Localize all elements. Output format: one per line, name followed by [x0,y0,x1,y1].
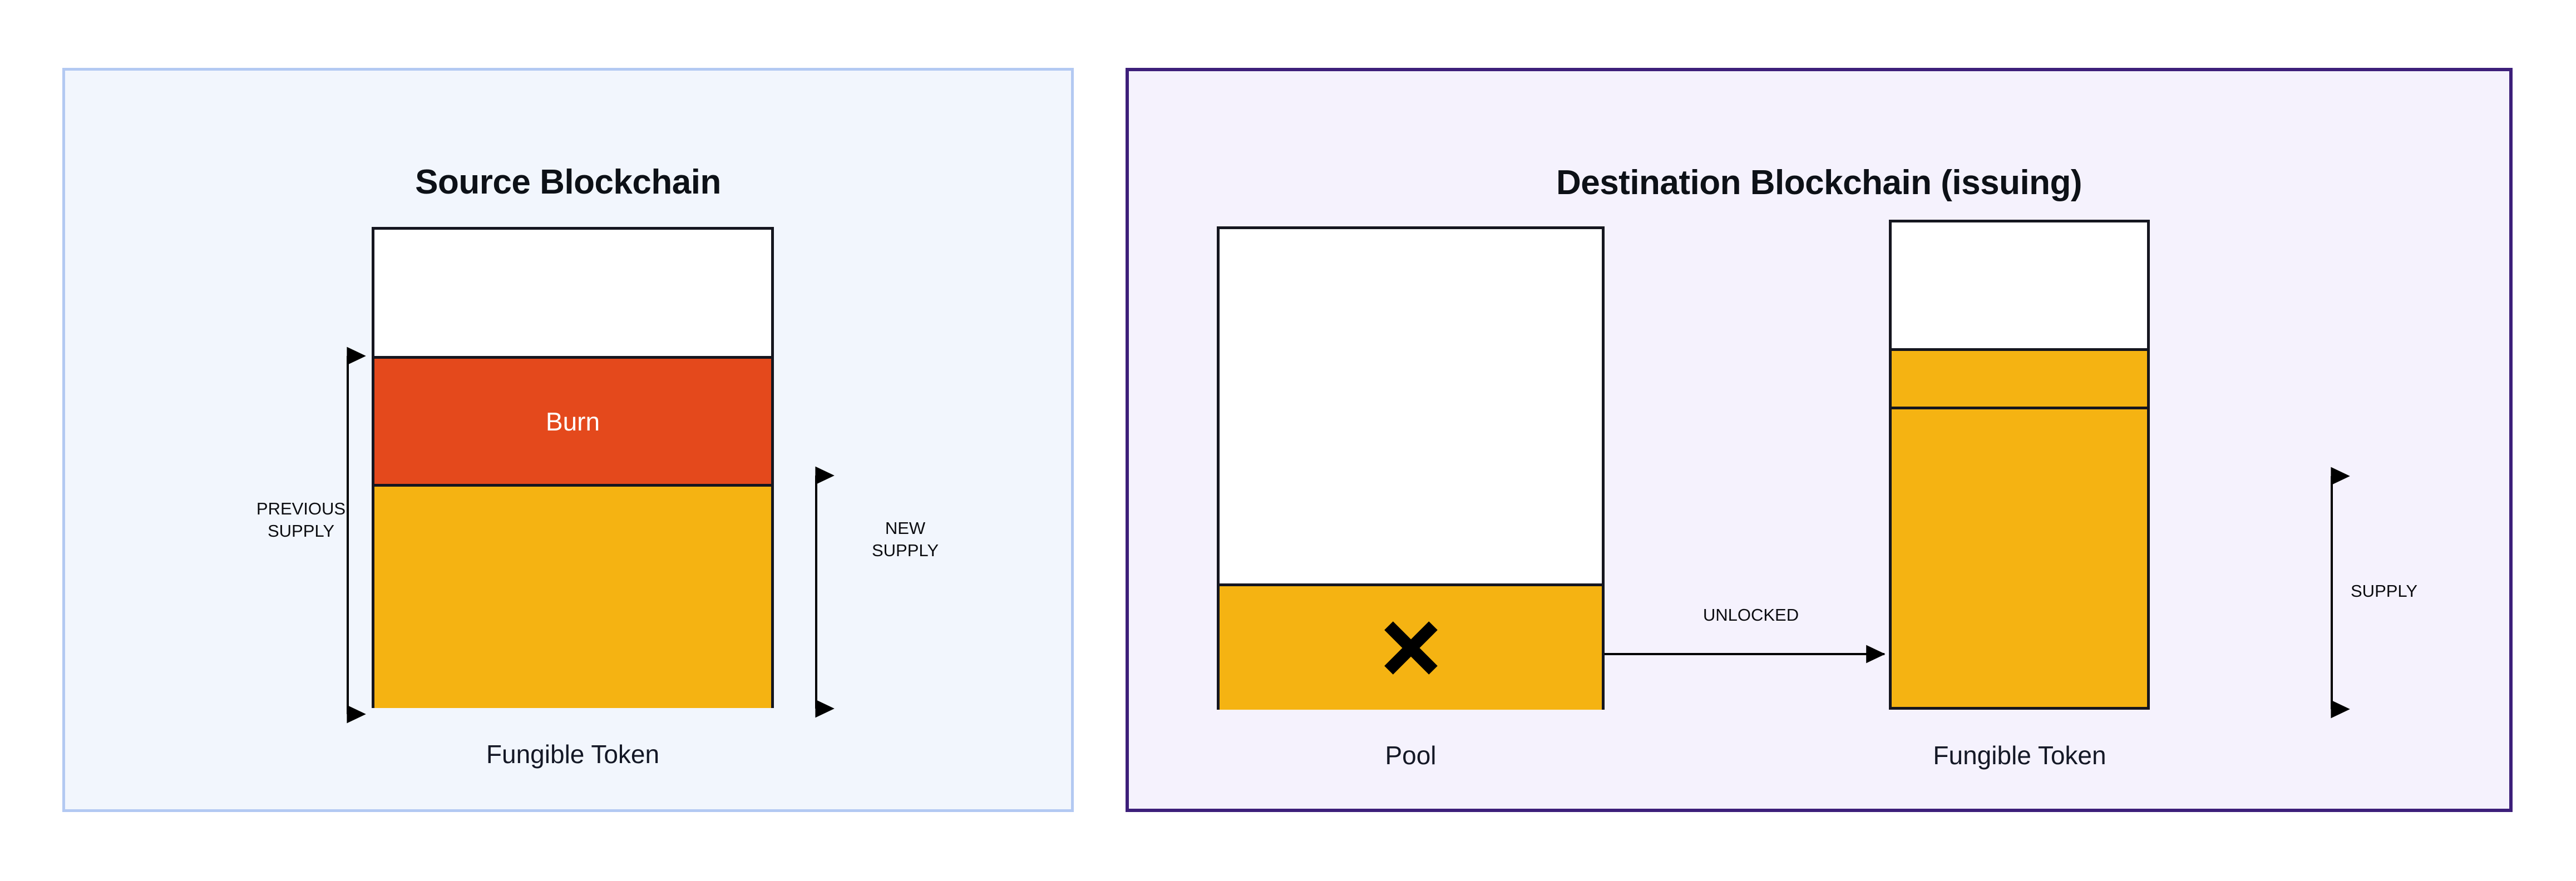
supply-label: SUPPLY [2351,581,2418,601]
bar-pool [1217,226,1605,710]
bar-segment-dest-empty [1892,222,2147,348]
new-supply-label-line1: NEW [885,518,926,538]
bar-segment-pool-empty [1220,229,1602,583]
bar-segment-remaining-supply [374,487,771,708]
bar-destination-fungible-token [1889,220,2150,710]
panel-destination-blockchain: Destination Blockchain (issuing) Pool UN… [1126,68,2513,812]
bar-segment-pool-locked [1220,583,1602,710]
unlocked-connector-label: UNLOCKED [1702,605,1799,625]
bar-caption-source-fungible-token: Fungible Token [486,740,660,769]
panel-source-blockchain: Source Blockchain Burn Fungible Token [62,68,1074,812]
bar-source-fungible-token: Burn [372,227,774,708]
burn-label: Burn [545,407,600,436]
new-supply-label-line2: SUPPLY [871,540,939,560]
previous-supply-label-line1: PREVIOUS [256,499,346,518]
bar-segment-dest-issued [1892,407,2147,707]
previous-supply-label: PREVIOUS SUPPLY [225,498,377,542]
supply-arrow [2331,467,2350,719]
panel-title-source: Source Blockchain [415,163,721,201]
previous-supply-arrow [347,347,366,724]
new-supply-label: NEW SUPPLY [838,517,972,561]
bar-segment-burn: Burn [374,356,771,487]
bar-caption-pool: Pool [1385,741,1437,770]
bar-caption-destination-fungible-token: Fungible Token [1933,741,2106,770]
previous-supply-label-line2: SUPPLY [267,521,335,541]
new-supply-arrow [815,466,835,718]
bar-segment-empty [374,230,771,356]
unlocked-connector-arrow [1605,645,1886,664]
panel-title-destination: Destination Blockchain (issuing) [1556,164,2082,202]
bar-segment-dest-existing [1892,348,2147,407]
x-mark-icon [1384,621,1438,675]
